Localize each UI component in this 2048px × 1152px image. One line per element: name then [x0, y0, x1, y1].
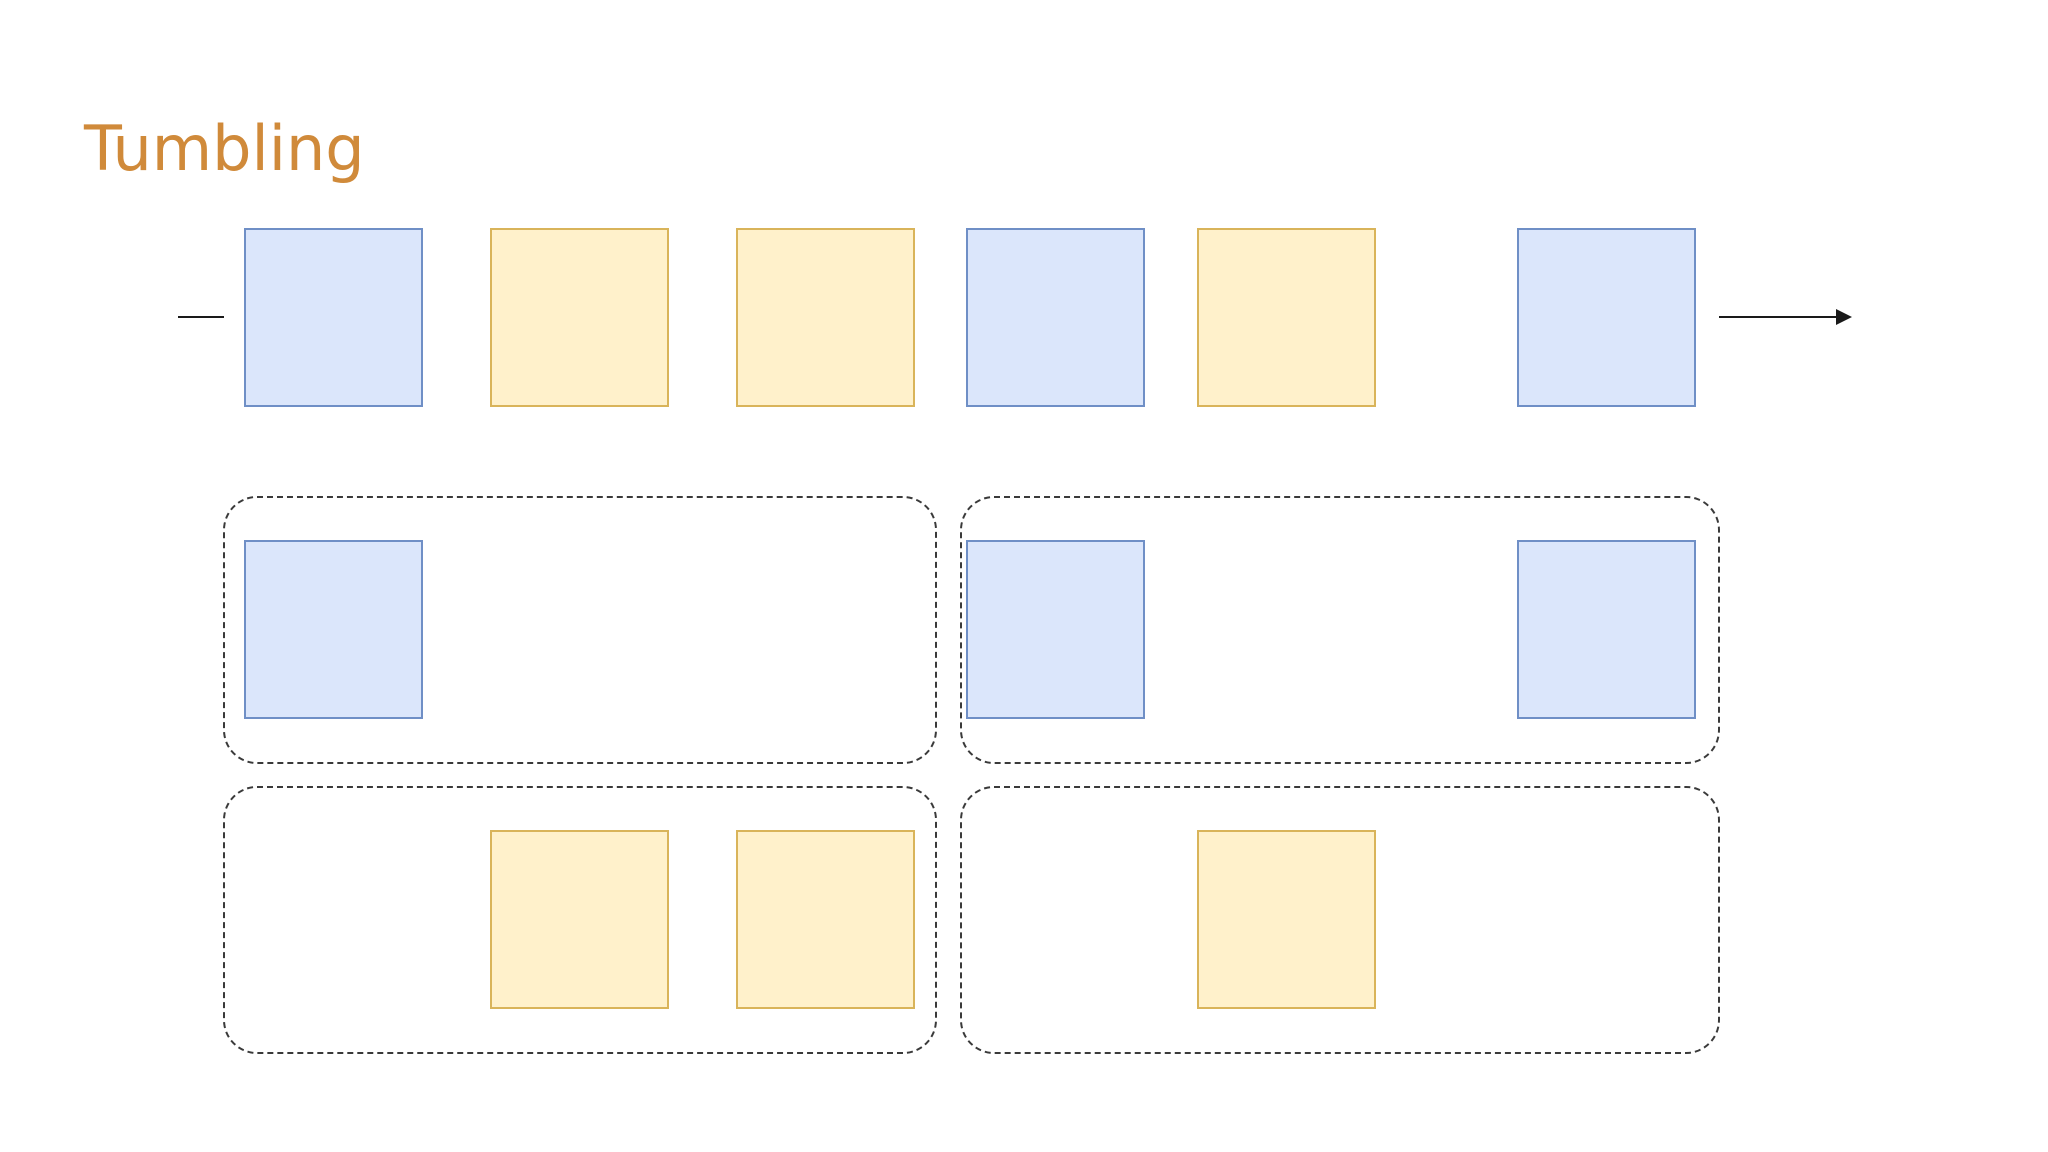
window-blue-1 — [223, 496, 937, 764]
diagram-title: Tumbling — [84, 112, 365, 185]
stream-event-4-blue — [966, 228, 1145, 407]
window-yellow-2-event-5 — [1197, 830, 1376, 1009]
window-blue-1-event-1 — [244, 540, 423, 719]
window-blue-2-event-4 — [966, 540, 1145, 719]
stream-event-6-blue — [1517, 228, 1696, 407]
timeline-arrow-icon — [1836, 309, 1852, 325]
window-yellow-1-event-2 — [490, 830, 669, 1009]
window-yellow-1 — [223, 786, 937, 1054]
timeline-start-line — [178, 316, 224, 318]
stream-event-3-yellow — [736, 228, 915, 407]
stream-event-2-yellow — [490, 228, 669, 407]
window-blue-2-event-6 — [1517, 540, 1696, 719]
timeline-end-line — [1719, 316, 1841, 318]
window-yellow-2 — [960, 786, 1720, 1054]
stream-event-5-yellow — [1197, 228, 1376, 407]
window-blue-2 — [960, 496, 1720, 764]
window-yellow-1-event-3 — [736, 830, 915, 1009]
stream-event-1-blue — [244, 228, 423, 407]
